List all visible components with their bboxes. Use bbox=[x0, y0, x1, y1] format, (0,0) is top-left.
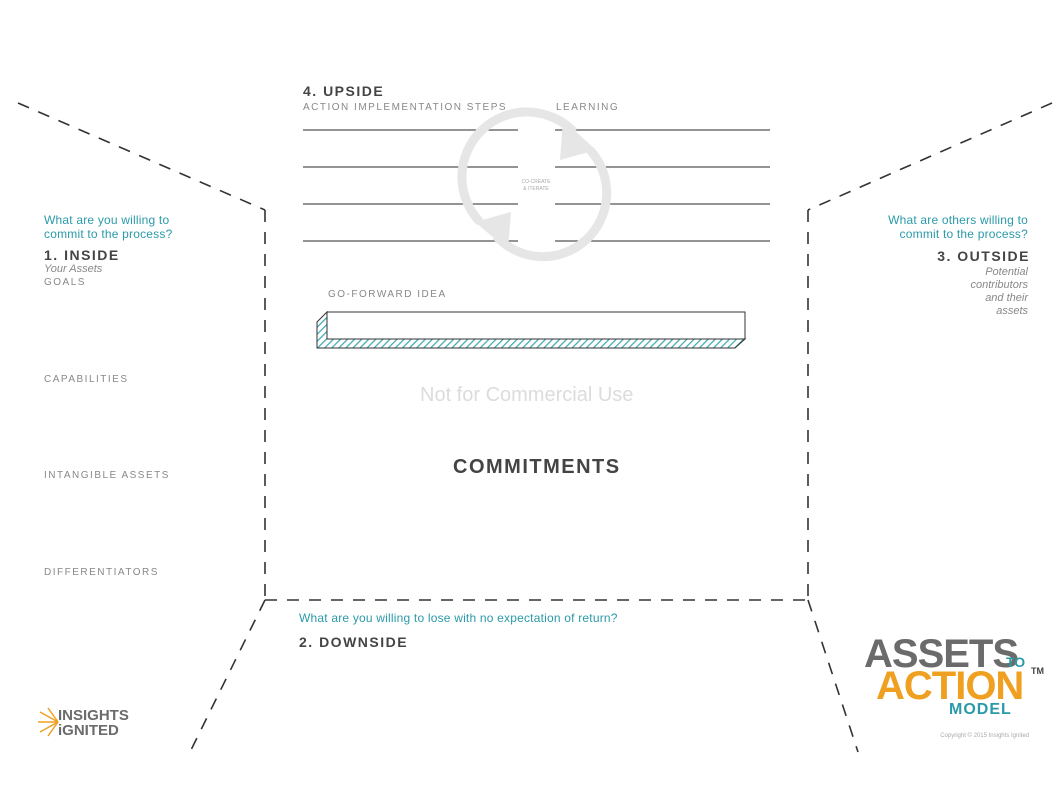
logo-action: ACTION bbox=[876, 664, 1024, 708]
outside-sub-line-4: assets bbox=[996, 305, 1028, 317]
intangible-assets-label: INTANGIBLE ASSETS bbox=[44, 470, 170, 481]
outside-question: What are others willing to commit to the… bbox=[888, 213, 1028, 241]
inside-question: What are you willing to commit to the pr… bbox=[44, 213, 172, 241]
downside-heading: 2. DOWNSIDE bbox=[299, 634, 409, 650]
insights-logo-line-1: INSIGHTS bbox=[58, 707, 129, 724]
differentiators-label: DIFFERENTIATORS bbox=[44, 567, 159, 578]
inside-question-line-2: commit to the process? bbox=[44, 227, 173, 241]
upside-heading: 4. UPSIDE bbox=[303, 83, 385, 99]
outside-question-line-2: commit to the process? bbox=[899, 227, 1028, 241]
watermark-text: Not for Commercial Use bbox=[420, 384, 634, 406]
action-steps-label: ACTION IMPLEMENTATION STEPS bbox=[303, 102, 508, 113]
inside-subtitle: Your Assets bbox=[44, 263, 103, 275]
outside-sub-line-3: and their bbox=[985, 292, 1028, 304]
inside-question-line-1: What are you willing to bbox=[44, 213, 170, 227]
insights-logo-line-2: iGNITED bbox=[58, 722, 119, 739]
logo-to: TO bbox=[1006, 654, 1026, 670]
frame-line-bottom-right bbox=[807, 599, 859, 753]
logo-model: MODEL bbox=[949, 701, 1012, 718]
downside-question: What are you willing to lose with no exp… bbox=[299, 611, 618, 625]
outside-sub-line-2: contributors bbox=[970, 279, 1028, 291]
assets-to-action-logo: ASSETS TO TM ACTION MODEL bbox=[864, 632, 1044, 726]
frame-line-top-right bbox=[807, 102, 1053, 211]
goals-label: GOALS bbox=[44, 277, 86, 288]
inside-heading: 1. INSIDE bbox=[44, 247, 120, 263]
cycle-arrowhead-top bbox=[560, 120, 596, 160]
frame-line-top-left bbox=[17, 102, 266, 211]
cycle-arrowhead-bottom bbox=[475, 212, 511, 250]
cycle-text-line-2: & ITERATE bbox=[523, 186, 549, 192]
logo-tm: TM bbox=[1031, 666, 1044, 676]
outside-heading: 3. OUTSIDE bbox=[937, 248, 1030, 264]
outside-question-line-1: What are others willing to bbox=[888, 213, 1028, 227]
cycle-arrows-icon bbox=[457, 107, 612, 262]
learning-label: LEARNING bbox=[556, 102, 620, 113]
outside-sub-line-1: Potential bbox=[985, 266, 1028, 278]
cycle-text-line-1: CO-CREATE bbox=[521, 179, 551, 185]
copyright-text: Copyright © 2015 Insights Ignited bbox=[940, 733, 1029, 739]
go-forward-idea-box[interactable] bbox=[326, 311, 746, 340]
spark-icon bbox=[38, 707, 59, 737]
commitments-label: COMMITMENTS bbox=[453, 456, 621, 478]
logo-assets: ASSETS bbox=[864, 632, 1019, 676]
capabilities-label: CAPABILITIES bbox=[44, 374, 129, 385]
outside-subtitle: Potential contributors and their assets bbox=[971, 266, 1028, 318]
frame-line-bottom-left bbox=[189, 599, 266, 753]
go-forward-label: GO-FORWARD IDEA bbox=[328, 289, 447, 300]
